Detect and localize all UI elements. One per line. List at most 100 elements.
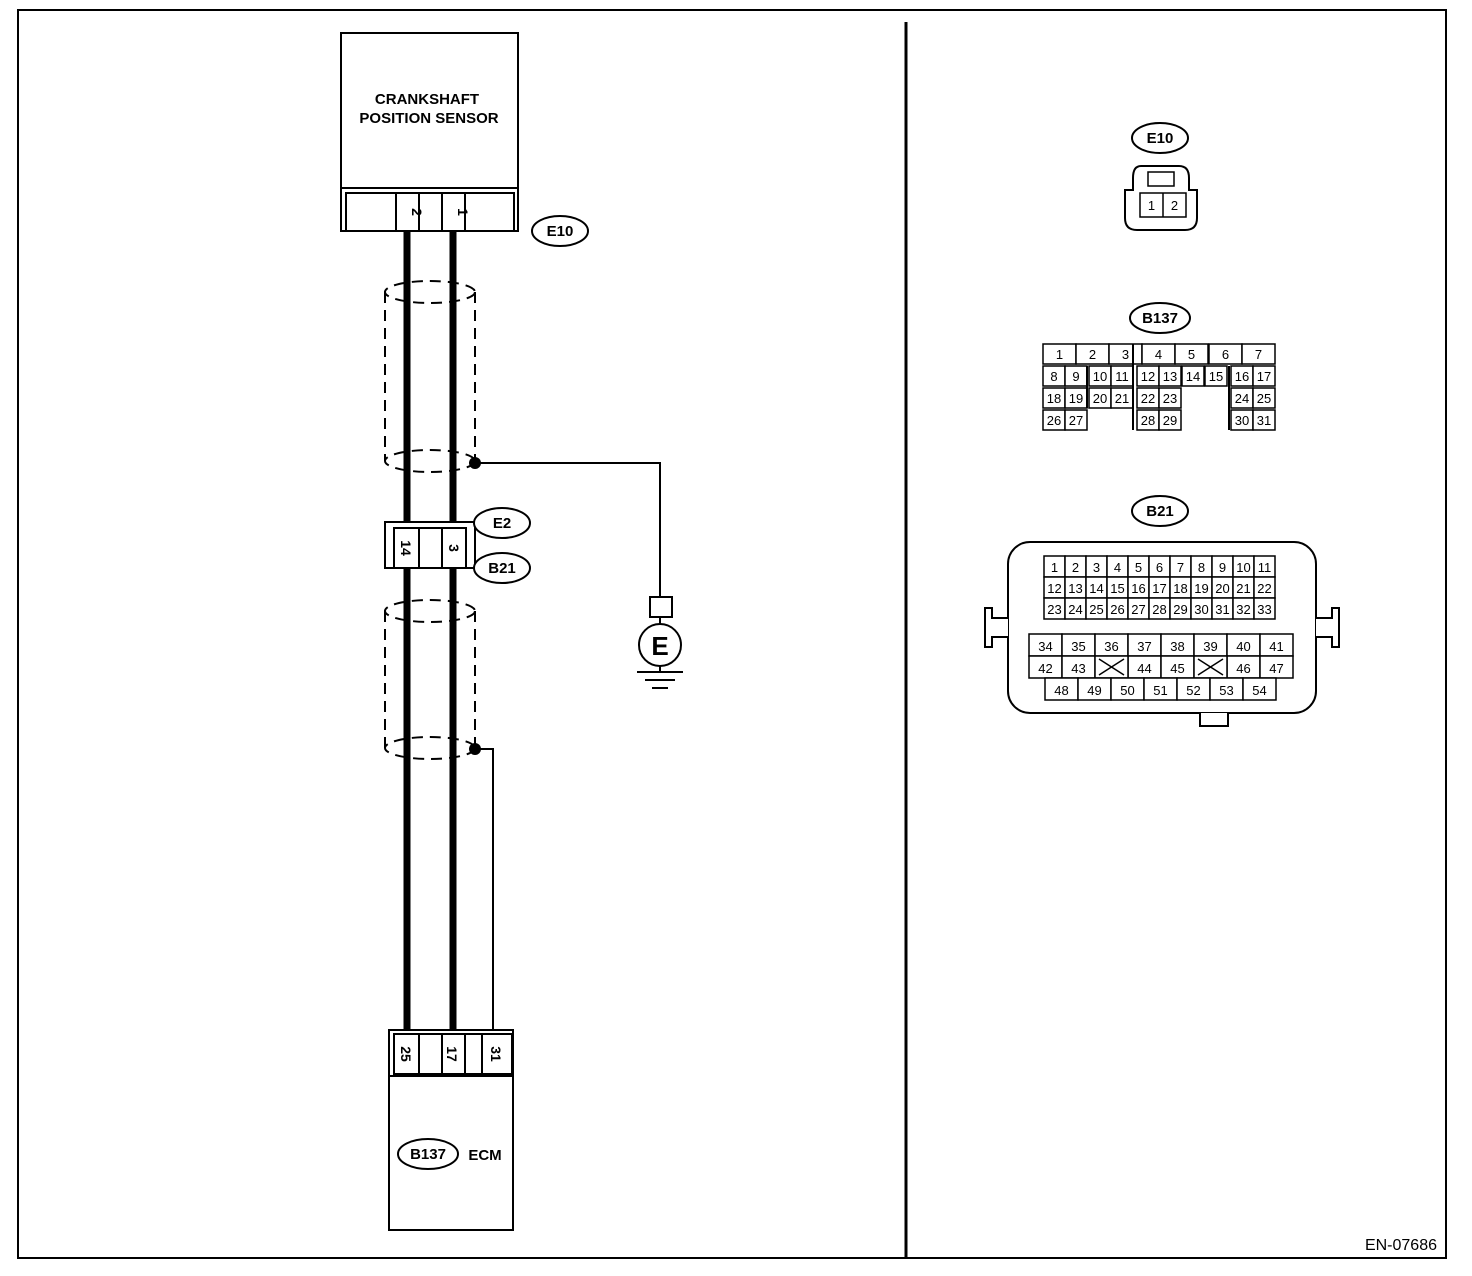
b137-pin-31: 31 <box>1257 413 1271 428</box>
b137-pin-21: 21 <box>1115 391 1129 406</box>
schematic-panel: CRANKSHAFT POSITION SENSOR 2 1 E10 <box>340 32 683 1231</box>
b21-pin-6: 6 <box>1156 560 1163 575</box>
b137-view-title: B137 <box>1142 310 1178 327</box>
b21-pin-54-cell <box>1242 677 1277 701</box>
b137-pin-3: 3 <box>1122 347 1129 362</box>
b137-pin-13: 13 <box>1163 369 1177 384</box>
b21-pin-38: 38 <box>1170 639 1184 654</box>
b137-pin-4: 4 <box>1155 347 1162 362</box>
b137-pin-7-cell <box>1241 343 1276 365</box>
ground-symbol: E <box>637 623 683 689</box>
joint-pin-14: 14 <box>398 540 414 556</box>
sensor-connector-body <box>345 192 515 232</box>
ground-wire <box>475 462 661 597</box>
e10-view-pin-2: 2 <box>1171 198 1178 213</box>
ecm-pin-17: 17 <box>444 1046 460 1062</box>
crankshaft-position-sensor: CRANKSHAFT POSITION SENSOR 2 1 <box>340 32 519 232</box>
sensor-label-line1: CRANKSHAFT <box>375 91 479 108</box>
svg-text:E: E <box>651 631 668 661</box>
b21-pin-32: 32 <box>1236 602 1250 617</box>
b21-pin-47: 47 <box>1269 661 1283 676</box>
diagram-frame <box>17 9 1447 1259</box>
b137-pin-6: 6 <box>1222 347 1229 362</box>
b21-pin-18: 18 <box>1173 581 1187 596</box>
ecm-unit: 25 17 31 B137 ECM <box>388 1029 514 1231</box>
b21-pin-23: 23 <box>1047 602 1061 617</box>
shield-wire-to-ecm <box>475 748 494 1040</box>
connector-tag-b137-ecm: B137 <box>397 1138 459 1170</box>
b21-pin-40: 40 <box>1236 639 1250 654</box>
b137-pin-29-cell <box>1158 409 1182 431</box>
b137-pin-14: 14 <box>1186 369 1200 384</box>
b137-pin-25-cell <box>1252 387 1276 409</box>
b21-pin-24: 24 <box>1068 602 1082 617</box>
b21-key <box>1199 713 1229 727</box>
svg-text:B21: B21 <box>488 560 516 577</box>
b21-pin-31: 31 <box>1215 602 1229 617</box>
svg-text:E10: E10 <box>547 223 574 240</box>
b21-pin-25: 25 <box>1089 602 1103 617</box>
ecm-connector-body <box>393 1033 513 1075</box>
b137-pin-23: 23 <box>1163 391 1177 406</box>
b21-pin-15: 15 <box>1110 581 1124 596</box>
b21-pin-28: 28 <box>1152 602 1166 617</box>
b137-pin-27: 27 <box>1069 413 1083 428</box>
sensor-label-line2: POSITION SENSOR <box>359 110 498 127</box>
b21-pin-36: 36 <box>1104 639 1118 654</box>
b137-pin-17: 17 <box>1257 369 1271 384</box>
b21-pin-20: 20 <box>1215 581 1229 596</box>
b21-pin-1: 1 <box>1051 560 1058 575</box>
b137-pin-31-cell <box>1252 409 1276 431</box>
b21-pin-27: 27 <box>1131 602 1145 617</box>
b137-pin-27-cell <box>1064 409 1088 431</box>
b21-pin-7: 7 <box>1177 560 1184 575</box>
b21-pin-39: 39 <box>1203 639 1217 654</box>
b137-pin-9: 9 <box>1072 369 1079 384</box>
connector-tag-e2: E2 <box>473 507 531 539</box>
b137-pin-2: 2 <box>1089 347 1096 362</box>
b21-pin-17: 17 <box>1152 581 1166 596</box>
sensor-pin-2: 2 <box>409 208 425 216</box>
b21-pin-52: 52 <box>1186 683 1200 698</box>
b21-pin-33: 33 <box>1257 602 1271 617</box>
b21-pin-37: 37 <box>1137 639 1151 654</box>
b21-pin-43: 43 <box>1071 661 1085 676</box>
b137-pin-26: 26 <box>1047 413 1061 428</box>
ecm-pin-31: 31 <box>488 1046 504 1062</box>
sensor-pin-1: 1 <box>455 208 471 216</box>
b21-pin-34: 34 <box>1038 639 1052 654</box>
ecm-pin-25: 25 <box>398 1046 414 1062</box>
b137-pin-10: 10 <box>1093 369 1107 384</box>
b137-pin-1: 1 <box>1056 347 1063 362</box>
b21-pin-8: 8 <box>1198 560 1205 575</box>
b137-pin-12: 12 <box>1141 369 1155 384</box>
reference-code: EN-07686 <box>1365 1237 1437 1254</box>
b21-pin-26: 26 <box>1110 602 1124 617</box>
b21-pin-16: 16 <box>1131 581 1145 596</box>
b21-pin-50: 50 <box>1120 683 1134 698</box>
ecm-label: ECM <box>468 1147 501 1164</box>
b21-pin-44: 44 <box>1137 661 1151 676</box>
connector-tag-b21: B21 <box>473 552 531 584</box>
b21-pin-9: 9 <box>1219 560 1226 575</box>
b21-latch-right <box>1316 607 1340 648</box>
b21-pin-12: 12 <box>1047 581 1061 596</box>
b21-pin-14: 14 <box>1089 581 1103 596</box>
b21-pin-33-cell <box>1253 597 1276 620</box>
b137-pin-15: 15 <box>1209 369 1223 384</box>
joint-pin-3: 3 <box>446 544 462 552</box>
b137-pin-29: 29 <box>1163 413 1177 428</box>
b137-pin-14-cell <box>1181 365 1205 387</box>
b21-pin-19: 19 <box>1194 581 1208 596</box>
b137-pin-5-cell <box>1174 343 1209 365</box>
b137-pin-8: 8 <box>1050 369 1057 384</box>
b137-pin-15-cell <box>1204 365 1228 387</box>
b137-pin-24: 24 <box>1235 391 1249 406</box>
b21-pin-49: 49 <box>1087 683 1101 698</box>
b21-pin-10: 10 <box>1236 560 1250 575</box>
b137-pin-5: 5 <box>1188 347 1195 362</box>
lower-shield <box>384 599 476 760</box>
